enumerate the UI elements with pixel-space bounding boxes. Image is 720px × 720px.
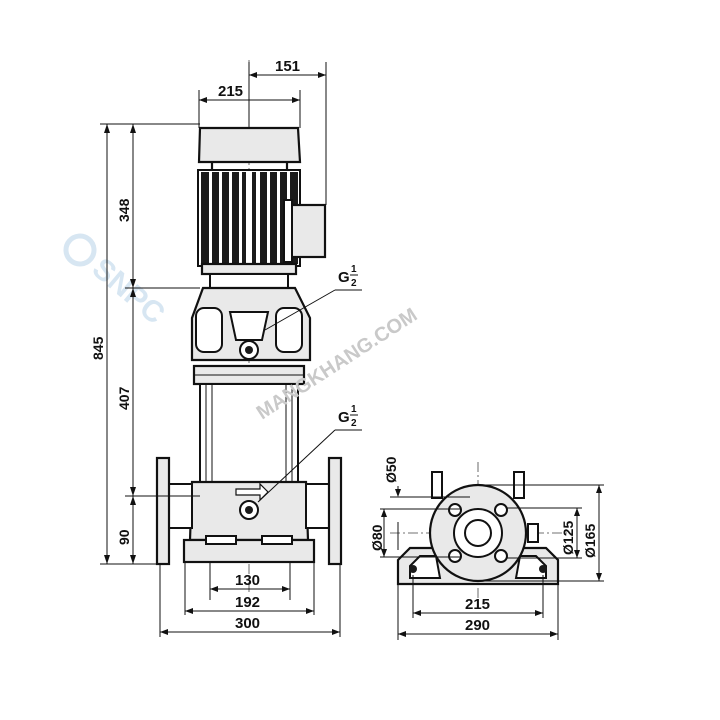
g-half-label-lower: G 1 2 <box>338 404 358 429</box>
dim-845: 845 <box>90 336 106 360</box>
svg-text:2: 2 <box>351 418 357 429</box>
g-half-label-upper: G 1 2 <box>338 264 358 289</box>
dim-90: 90 <box>116 529 132 545</box>
inlet-flange <box>155 456 171 566</box>
dim-130: 130 <box>235 572 260 589</box>
outlet-pipe <box>305 483 331 529</box>
dim-phi165: Ø165 <box>582 524 598 558</box>
outlet-flange <box>327 456 343 566</box>
bolt-hole-3 <box>448 549 462 563</box>
dim-300: 300 <box>235 615 260 632</box>
dim-phi80: Ø80 <box>369 524 385 551</box>
svg-text:2: 2 <box>351 278 357 289</box>
watermark-logo: SNPC <box>63 233 171 331</box>
svg-text:G: G <box>338 409 350 426</box>
front-view <box>155 60 343 595</box>
dim-phi125: Ø125 <box>560 521 576 555</box>
inlet-pipe <box>167 483 193 529</box>
front-dimensions: 151 215 845 348 407 90 <box>90 58 362 637</box>
dim-348: 348 <box>116 198 132 222</box>
motor-cap <box>197 126 302 164</box>
svg-text:1: 1 <box>351 264 357 275</box>
coupling-guard <box>228 311 270 341</box>
side-dimensions: Ø50 Ø80 Ø125 Ø165 215 290 <box>369 456 604 640</box>
dim-151: 151 <box>275 58 300 75</box>
motor-flange <box>200 262 298 276</box>
dim-215-motor: 215 <box>218 83 243 100</box>
svg-text:1: 1 <box>351 404 357 415</box>
base-foot <box>182 538 316 564</box>
svg-text:G: G <box>338 269 350 286</box>
dim-215-side: 215 <box>465 596 490 613</box>
pump-tube <box>199 383 299 483</box>
dim-192: 192 <box>235 594 260 611</box>
bolt-hole-2 <box>494 503 508 517</box>
dim-phi50: Ø50 <box>383 456 399 483</box>
dim-407: 407 <box>116 386 132 410</box>
watermark-logo-text: SNPC <box>86 252 171 331</box>
dim-290: 290 <box>465 617 490 634</box>
bolt-hole-1 <box>448 503 462 517</box>
side-bore-inner <box>464 519 492 547</box>
bolt-hole-4 <box>494 549 508 563</box>
terminal-box <box>285 203 327 259</box>
